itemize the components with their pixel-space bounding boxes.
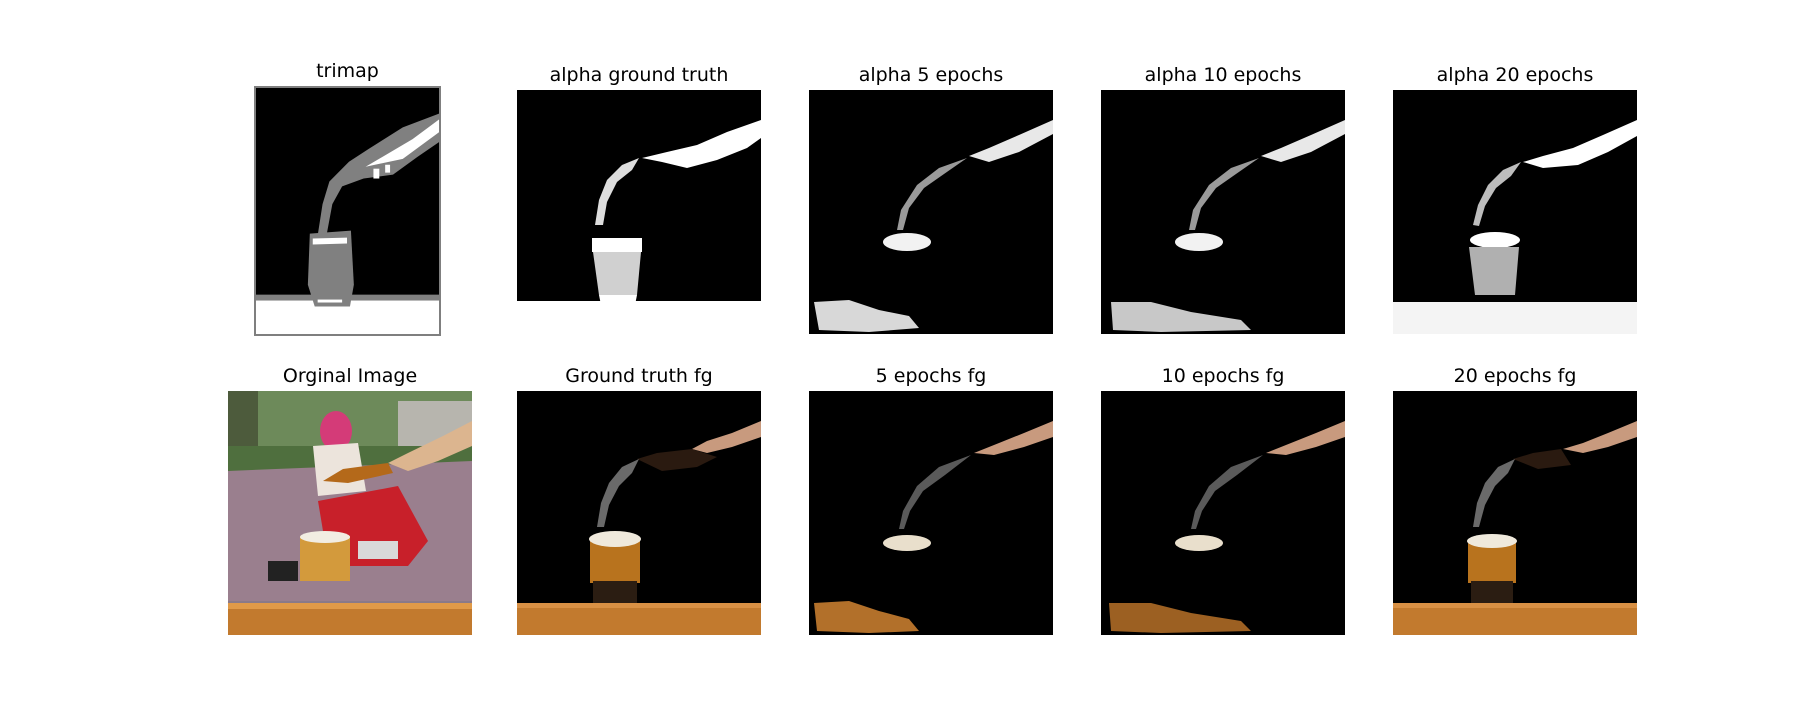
5-epochs-fg-image bbox=[809, 391, 1053, 635]
alpha-5-epochs-panel: alpha 5 epochs bbox=[809, 64, 1053, 334]
20-epochs-fg-panel: 20 epochs fg bbox=[1393, 365, 1637, 635]
10-epochs-fg-image bbox=[1101, 391, 1345, 635]
alpha-ground-truth-panel: alpha ground truth bbox=[517, 64, 761, 309]
original-image bbox=[228, 391, 472, 635]
panel-title: 20 epochs fg bbox=[1453, 365, 1577, 387]
trimap-panel: trimap bbox=[254, 60, 441, 336]
alpha-5-epochs-image bbox=[809, 90, 1053, 334]
trimap-image bbox=[254, 86, 441, 336]
alpha-ground-truth-image bbox=[517, 90, 761, 309]
20-epochs-fg-image bbox=[1393, 391, 1637, 635]
panel-title: trimap bbox=[316, 60, 379, 82]
alpha-20-epochs-panel: alpha 20 epochs bbox=[1393, 64, 1637, 334]
panel-title: Ground truth fg bbox=[565, 365, 713, 387]
5-epochs-fg-panel: 5 epochs fg bbox=[809, 365, 1053, 635]
panel-title: alpha ground truth bbox=[549, 64, 729, 86]
alpha-20-epochs-image bbox=[1393, 90, 1637, 334]
original-image-panel: Orginal Image bbox=[228, 365, 472, 635]
10-epochs-fg-panel: 10 epochs fg bbox=[1101, 365, 1345, 635]
ground-truth-fg-panel: Ground truth fg bbox=[517, 365, 761, 635]
panel-title: alpha 10 epochs bbox=[1144, 64, 1302, 86]
alpha-10-epochs-image bbox=[1101, 90, 1345, 334]
panel-title: 10 epochs fg bbox=[1161, 365, 1285, 387]
panel-title: Orginal Image bbox=[282, 365, 418, 387]
panel-title: alpha 5 epochs bbox=[858, 64, 1004, 86]
panel-title: alpha 20 epochs bbox=[1436, 64, 1594, 86]
ground-truth-fg-image bbox=[517, 391, 761, 635]
panel-title: 5 epochs fg bbox=[875, 365, 987, 387]
alpha-10-epochs-panel: alpha 10 epochs bbox=[1101, 64, 1345, 334]
